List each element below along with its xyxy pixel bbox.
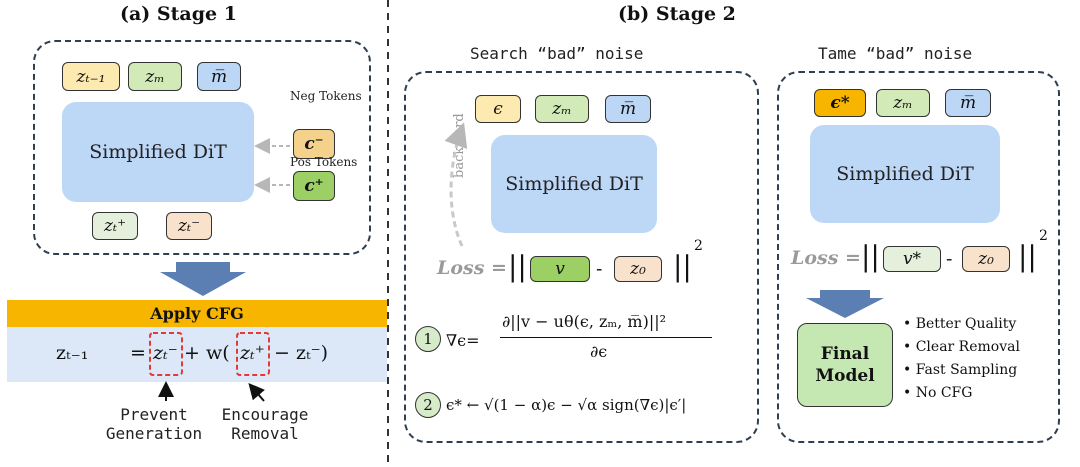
step1-number-circle: 1 [415,326,441,352]
search-loss-minus: - [596,258,603,280]
cfg-formula-band [7,327,387,382]
prevent-generation-label: Prevent Generation [104,405,204,443]
step1-numerator: ∂||v − uθ(ϵ, zₘ, m̅)||² [502,312,667,331]
cfg-formula-pos-term: zₜ⁺ [240,342,265,364]
tame-chip-epsilon-star: ϵ* [814,89,866,117]
tame-chip-z-m: zₘ [876,89,930,117]
search-dashed-box [404,71,759,443]
search-loss-label: Loss = [437,257,507,279]
benefit-item: • Fast Sampling [903,362,1018,378]
stage1-down-arrow [160,262,246,296]
search-chip-z-m: zₘ [535,95,589,123]
tame-down-arrow [806,290,884,318]
stage1-chip-z-t-minus-1: zₜ₋₁ [62,62,120,91]
benefit-text-no-cfg: No CFG [915,385,973,401]
stage1-simplified-dit: Simplified DiT [62,102,254,202]
stage1-chip-z-m: zₘ [128,62,182,91]
pos-term-highlight [236,332,270,376]
backward-arrow [444,122,468,247]
final-model-label: Final Model [815,343,875,386]
step1-number: 1 [423,330,433,348]
search-loss-v-chip: v [530,256,590,282]
tame-simplified-dit: Simplified DiT [810,125,1000,223]
search-chip-epsilon: ϵ [475,95,521,123]
tame-loss-z0-chip: z₀ [962,246,1010,272]
neg-token-chip: c⁻ [293,129,335,159]
tame-chip-m-bar: m̅ [945,89,991,117]
tame-dashed-box [777,71,1060,443]
step1-lhs: ∇ϵ= [446,331,480,350]
neg-tokens-label: Neg Tokens [290,89,362,103]
step1-denominator: ∂ϵ [590,342,608,361]
cfg-bar: Apply CFG [7,300,387,327]
neg-term-highlight [149,332,183,376]
tame-loss-minus: - [946,248,953,270]
cfg-formula-lhs: zₜ₋₁ [56,342,89,364]
tame-heading: Tame “bad” noise [818,44,973,63]
tame-loss-open: || [861,240,880,273]
step1-fraction-bar [500,337,712,338]
benefit-text-quality: Better Quality [915,316,1017,332]
search-loss-open: || [508,250,527,283]
stage1-title: (a) Stage 1 [120,3,237,25]
pos-tokens-label: Pos Tokens [290,155,358,169]
search-loss-square: 2 [694,238,703,254]
tame-loss-close: || [1018,240,1037,273]
stage1-chip-m-bar: m̅ [197,62,241,91]
search-heading: Search “bad” noise [470,44,644,63]
final-model-box: Final Model [797,323,893,407]
step2-number: 2 [423,396,433,414]
benefit-item: • Clear Removal [903,339,1020,355]
cfg-formula-neg-term: zₜ⁻ [153,342,178,364]
cfg-formula-eq: = [130,342,146,364]
encourage-removal-text: Encourage Removal [221,405,309,443]
search-simplified-dit: Simplified DiT [491,135,657,233]
search-loss-close: || [673,250,692,283]
stage2-title: (b) Stage 2 [618,3,736,25]
prevent-generation-text: Prevent Generation [105,405,203,443]
search-chip-m-bar: m̅ [605,95,651,123]
tame-loss-v-star-chip: v* [883,246,941,272]
benefit-item: • No CFG [903,385,973,401]
cfg-formula-rest: − zₜ⁻) [274,342,329,364]
pos-token-chip: c⁺ [293,171,335,201]
tame-loss-label: Loss = [791,247,861,269]
stage1-dashed-box [33,40,371,255]
benefit-text-removal: Clear Removal [915,339,1020,355]
stage1-chip-z-t-minus: zₜ⁻ [166,212,212,240]
encourage-removal-label: Encourage Removal [215,405,315,443]
benefit-text-sampling: Fast Sampling [915,362,1018,378]
cfg-bar-label: Apply CFG [150,304,244,323]
benefit-list: • Better Quality • Clear Removal • Fast … [903,316,1020,408]
step2-number-circle: 2 [415,392,441,418]
step2-formula: ϵ* ← √(1 − α)ϵ − √α sign(∇ϵ)|ϵ′| [446,396,687,414]
stage1-chip-z-t-plus: zₜ⁺ [92,212,138,240]
tame-loss-square: 2 [1039,228,1048,244]
search-loss-z0-chip: z₀ [614,256,662,282]
encourage-arrow [248,382,265,402]
benefit-item: • Better Quality [903,316,1017,332]
cfg-formula-plus-w: + w( [184,342,230,364]
